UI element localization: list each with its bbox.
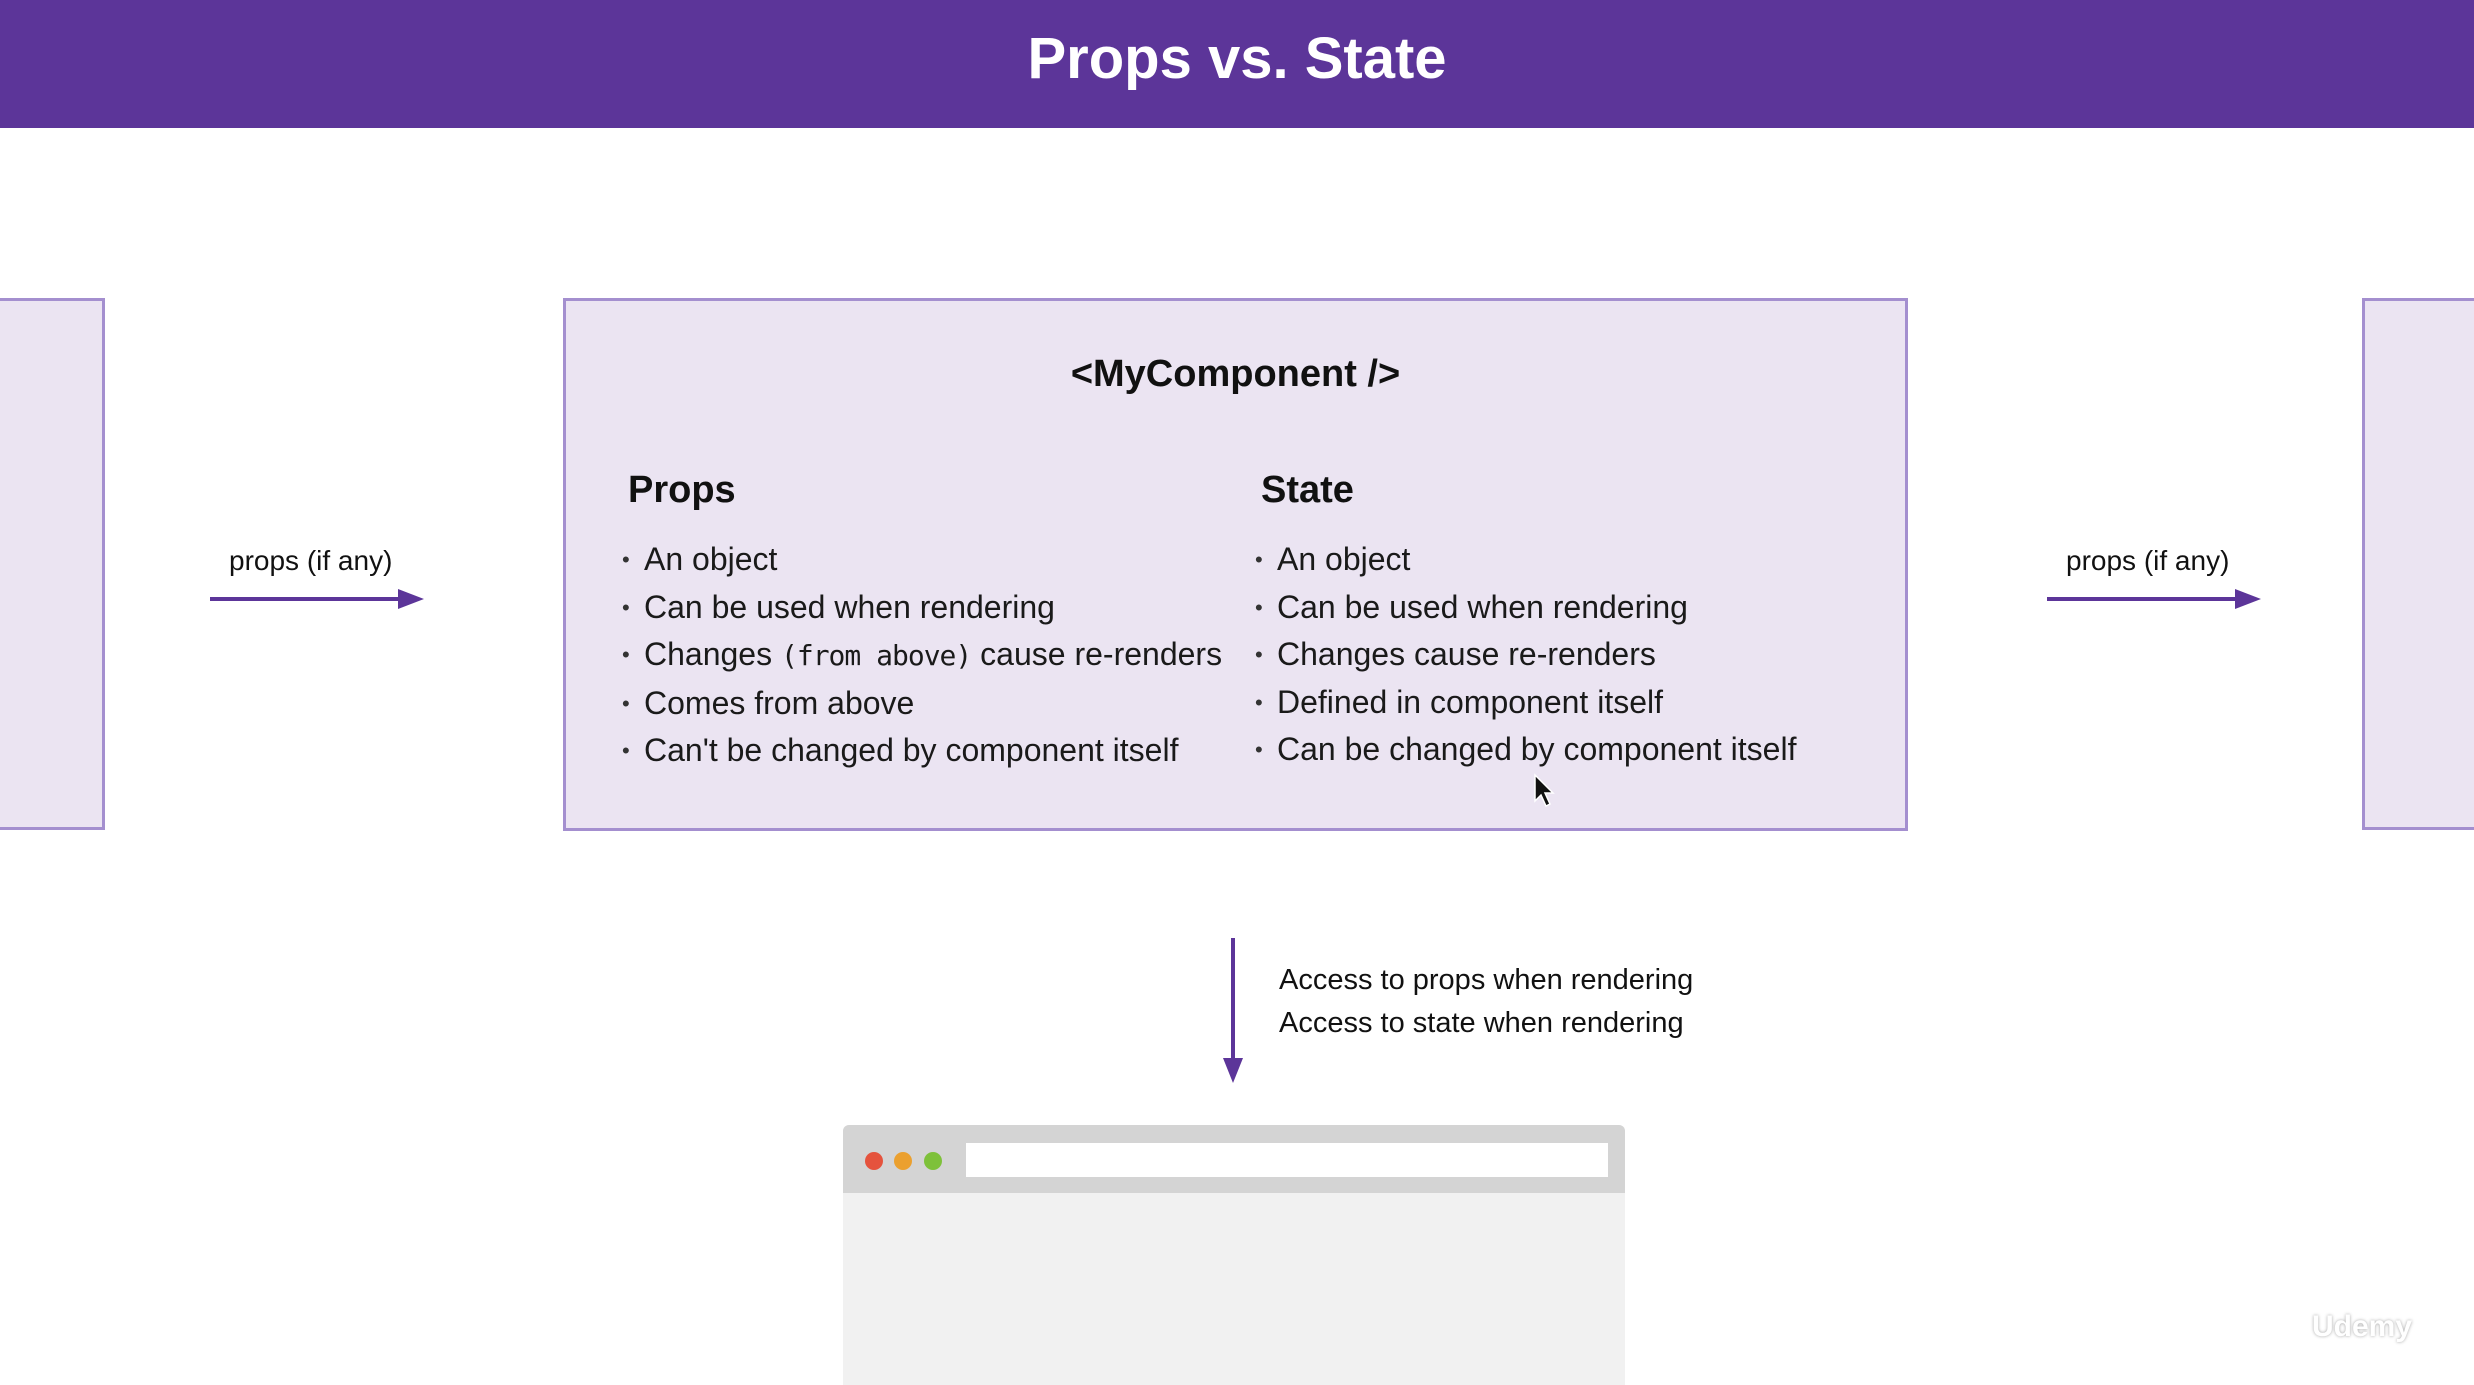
maximize-dot-icon [924, 1152, 942, 1170]
component-box: <MyComponent /> Props •An object •Can be… [563, 298, 1908, 831]
state-item: •Can be changed by component itself [1255, 731, 1797, 767]
right-props-arrow [2047, 589, 2261, 609]
props-column: Props •An object •Can be used when rende… [622, 469, 1222, 775]
state-column: State •An object •Can be used when rende… [1255, 469, 1796, 774]
props-list: •An object •Can be used when rendering •… [622, 536, 1222, 775]
props-item: •Can't be changed by component itself [622, 732, 1179, 768]
mouse-cursor-icon [1534, 773, 1555, 808]
udemy-watermark: Udemy [2312, 1310, 2413, 1343]
close-dot-icon [865, 1152, 883, 1170]
props-heading: Props [628, 469, 736, 511]
render-down-arrow [1223, 938, 1243, 1083]
state-heading: State [1261, 469, 1354, 511]
left-props-arrow [210, 589, 424, 609]
child-component-box [2362, 298, 2474, 830]
parent-component-box [0, 298, 105, 830]
right-arrow-label: props (if any) [2066, 545, 2230, 576]
access-state-line: Access to state when rendering [1279, 1007, 1684, 1039]
props-item: •Can be used when rendering [622, 588, 1055, 625]
state-item: •Can be used when rendering [1255, 588, 1688, 625]
handwritten-annotation: (from above) [780, 639, 972, 672]
state-list: •An object •Can be used when rendering •… [1255, 536, 1796, 774]
props-item: •An object [622, 541, 778, 577]
left-arrow-label: props (if any) [229, 545, 393, 576]
browser-window [843, 1125, 1625, 1385]
minimize-dot-icon [894, 1152, 912, 1170]
page-title: Props vs. State [1027, 25, 1447, 91]
state-item: •An object [1255, 541, 1411, 577]
render-access-notes: Access to props when rendering Access to… [1279, 959, 1693, 1045]
browser-toolbar [843, 1125, 1625, 1193]
component-title: <MyComponent /> [1070, 353, 1401, 395]
access-props-line: Access to props when rendering [1279, 964, 1694, 996]
address-bar [966, 1143, 1608, 1177]
state-item: •Defined in component itself [1255, 683, 1663, 720]
state-item: •Changes cause re-renders [1255, 636, 1656, 672]
props-item: •Changes (from above) cause re-renders [622, 636, 1223, 672]
header-bar: Props vs. State [0, 0, 2474, 128]
props-item: •Comes from above [622, 684, 915, 721]
